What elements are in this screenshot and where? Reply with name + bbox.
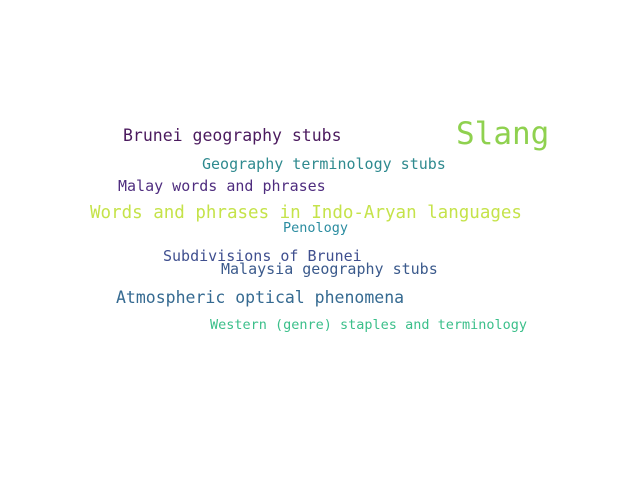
word-brunei-geography-stubs: Brunei geography stubs bbox=[123, 126, 342, 145]
word-indo-aryan-languages: Words and phrases in Indo-Aryan language… bbox=[90, 203, 522, 223]
word-malay-words-and-phrases: Malay words and phrases bbox=[118, 177, 326, 195]
word-geography-terminology-stubs: Geography terminology stubs bbox=[202, 155, 446, 173]
word-western-genre-staples: Western (genre) staples and terminology bbox=[210, 317, 527, 333]
word-subdivisions-of-brunei: Subdivisions of Brunei bbox=[163, 247, 362, 265]
word-slang: Slang bbox=[456, 116, 550, 152]
word-penology: Penology bbox=[283, 220, 349, 236]
word-atmospheric-optical-phenomena: Atmospheric optical phenomena bbox=[116, 288, 405, 307]
word-malaysia-geography-stubs: Malaysia geography stubs bbox=[221, 260, 438, 278]
